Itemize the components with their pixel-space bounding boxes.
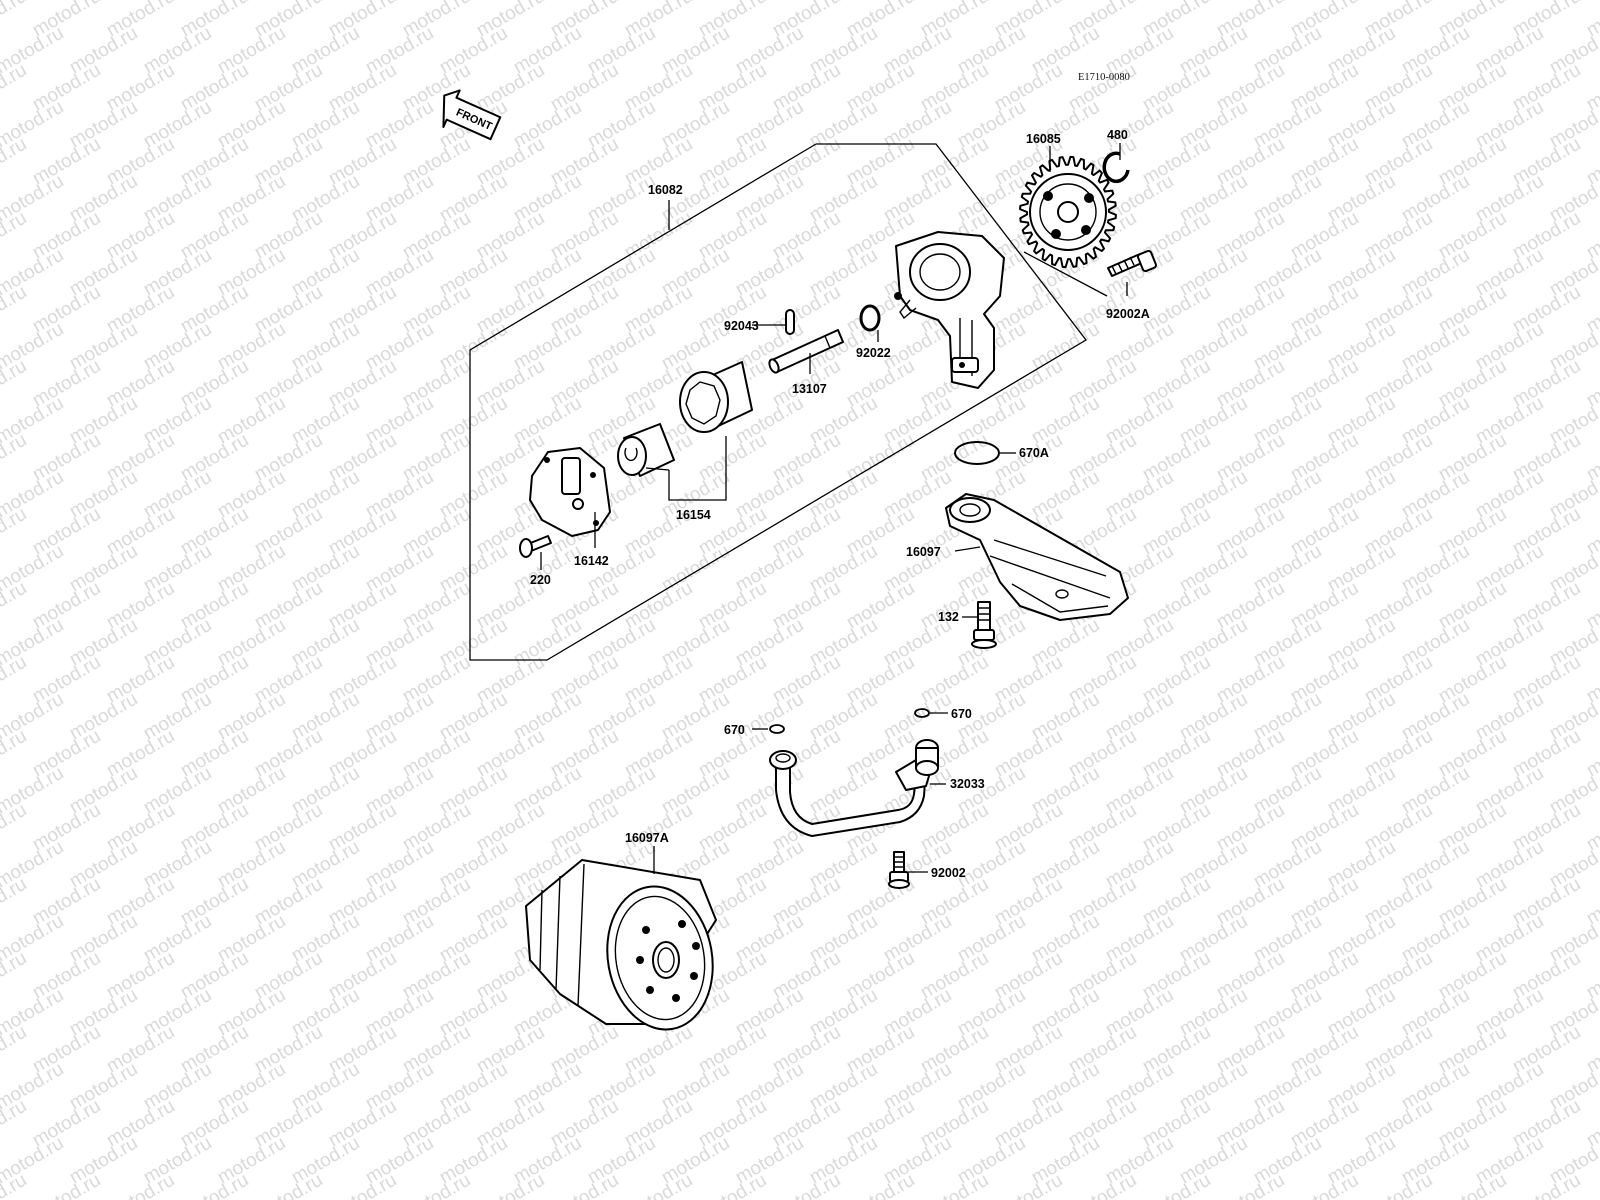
bolt-132 — [971, 601, 997, 649]
o-ring-670-right — [914, 708, 930, 718]
label-screw: 220 — [530, 573, 551, 587]
label-oil-pipe: 32033 — [950, 777, 985, 791]
label-o-ring-670A: 670A — [1019, 446, 1049, 460]
watermark-text: motod.ru — [621, 1170, 696, 1200]
pin — [785, 309, 795, 335]
watermark-text: motod.ru — [547, 1170, 622, 1200]
screw — [519, 535, 552, 558]
watermark-text: motod.ru — [0, 504, 30, 560]
watermark-text: motod.ru — [917, 1170, 992, 1200]
diagram-code: E1710-0080 — [1078, 72, 1130, 83]
label-bolt-92002A: 92002A — [1106, 307, 1150, 321]
watermark-text: motod.ru — [0, 282, 30, 338]
watermark-text: motod.ru — [29, 1170, 104, 1200]
assembly-boundary — [469, 143, 1087, 661]
watermark-text: motod.ru — [0, 208, 30, 264]
part-labels: 16082 16085 480 92002A 92043 92022 13107… — [530, 128, 1150, 880]
watermark-text: motod.ru — [1435, 1170, 1510, 1200]
oil-pump-gear — [1019, 155, 1117, 269]
watermark-text: motod.ru — [0, 948, 30, 1004]
watermark-text: motod.ru — [1287, 1170, 1362, 1200]
label-pin: 92043 — [724, 319, 759, 333]
watermark-text: motod.ru — [1213, 1170, 1288, 1200]
watermark-text: motod.ru — [0, 430, 30, 486]
label-o-ring-670-left: 670 — [724, 723, 745, 737]
label-oil-screen: 16097 — [906, 545, 941, 559]
pump-shaft — [768, 329, 844, 374]
watermark-text: motod.ru — [251, 1170, 326, 1200]
label-rotor-set: 16154 — [676, 508, 711, 522]
watermark-text: motod.ru — [0, 0, 30, 41]
watermark-text: motod.ru — [0, 1096, 30, 1152]
watermark-text: motod.ru — [325, 1170, 400, 1200]
pump-body — [894, 231, 1005, 389]
washer — [859, 304, 881, 332]
oil-screen — [945, 493, 1129, 621]
label-o-ring-670-right: 670 — [951, 707, 972, 721]
inner-rotor — [617, 423, 675, 477]
watermark-text: motod.ru — [0, 578, 30, 634]
watermark-text: motod.ru — [177, 1170, 252, 1200]
watermark-text: motod.ru — [843, 1170, 918, 1200]
leader-lines — [540, 143, 1128, 874]
watermark-text: motod.ru — [1139, 1170, 1214, 1200]
bolt-92002A — [1107, 249, 1157, 277]
o-ring-670-left — [769, 724, 785, 734]
label-pump-shaft: 13107 — [792, 382, 827, 396]
circlip — [1102, 151, 1130, 184]
watermark-text: motod.ru — [0, 134, 30, 190]
pump-cover — [529, 447, 611, 537]
watermark-text: motod.ru — [0, 356, 30, 412]
watermark-text: motod.ru — [103, 1170, 178, 1200]
watermark-text: motod.ru — [0, 652, 30, 708]
label-bolt-92002: 92002 — [931, 866, 966, 880]
watermark-text: motod.ru — [0, 60, 30, 116]
watermark-text: motod.ru — [1361, 1170, 1436, 1200]
label-oil-pump-assembly: 16082 — [648, 183, 683, 197]
oil-filter — [525, 859, 717, 1031]
watermark-text: motod.ru — [0, 800, 30, 856]
watermark-text: motod.ru — [0, 1022, 30, 1078]
watermark-text: motod.ru — [0, 874, 30, 930]
oil-pipe — [769, 739, 939, 837]
watermark-text: motod.ru — [473, 1170, 548, 1200]
o-ring-670A — [954, 441, 1000, 465]
watermark-text: motod.ru — [399, 1170, 474, 1200]
watermark-text: motod.ru — [1065, 1170, 1140, 1200]
watermark-text: motod.ru — [695, 1170, 770, 1200]
bolt-92002 — [888, 851, 910, 889]
label-bolt-132: 132 — [938, 610, 959, 624]
watermark-text: motod.ru — [991, 1170, 1066, 1200]
watermark-text: motod.ru — [1509, 1170, 1584, 1200]
label-oil-pump-gear: 16085 — [1026, 132, 1061, 146]
watermark-text: motod.ru — [769, 1170, 844, 1200]
label-circlip: 480 — [1107, 128, 1128, 142]
label-washer: 92022 — [856, 346, 891, 360]
outer-rotor — [679, 361, 753, 433]
watermark-text: motod.ru — [1583, 1170, 1600, 1200]
watermark-text: motod.ru — [0, 726, 30, 782]
label-pump-cover: 16142 — [574, 554, 609, 568]
label-oil-filter: 16097A — [625, 831, 669, 845]
